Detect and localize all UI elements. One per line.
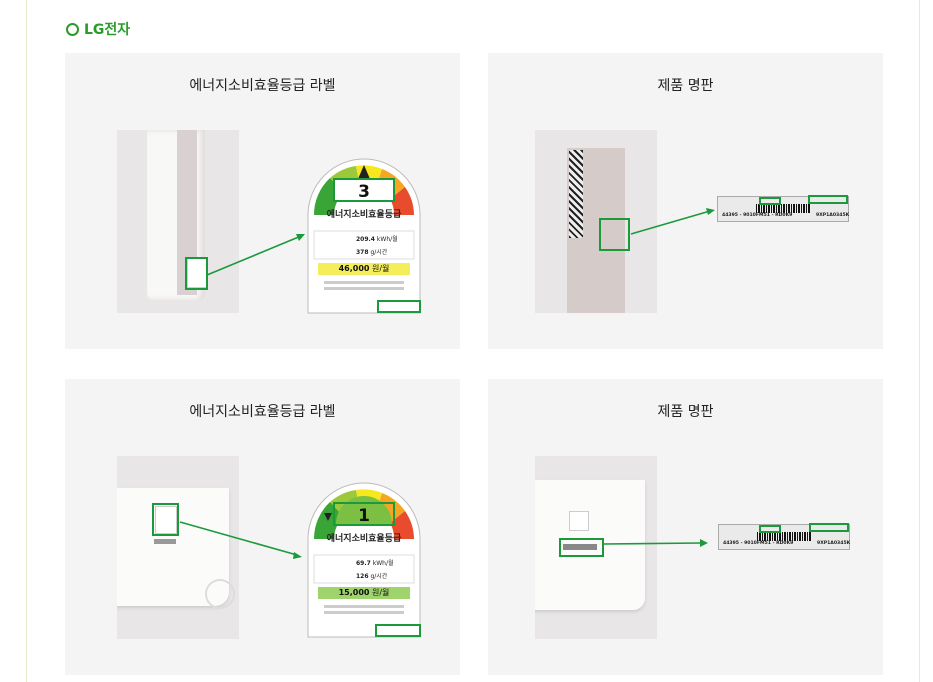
standing-ac-side-photo (535, 130, 657, 313)
pointer-arrow (630, 208, 715, 235)
mini-label-icon (155, 506, 177, 534)
barcode (756, 204, 811, 213)
barcode (757, 532, 812, 541)
section-heading: LG전자 (66, 19, 130, 39)
card-energy-label-wall: 에너지소비효율등급 라벨 1 에너지소비효율등급 69.7 kWh/월 (65, 379, 460, 675)
pointer-arrow (603, 539, 708, 547)
power-value: 209.4 kWh/월 (356, 236, 398, 243)
card-title: 에너지소비효율등급 라벨 (189, 404, 336, 420)
energy-label-graphic (307, 158, 421, 314)
co2-value: 378 g/시간 (356, 249, 388, 256)
wall-ac-side-photo (535, 456, 657, 639)
plate-number: 44395 - 9010FM51 - RD0K9 (723, 541, 794, 546)
plate-code: 9XP1A0345K (816, 213, 850, 218)
energy-label-grade-1: 1 에너지소비효율등급 69.7 kWh/월 126 g/시간 15,000 원… (306, 469, 422, 639)
energy-label-grade-3: 3 에너지소비효율등급 209.4 kWh/월 378 g/시간 46,000 … (306, 145, 422, 315)
cost-value: 15,000 원/월 (338, 588, 390, 597)
energy-label-graphic (307, 482, 421, 638)
card-nameplate-wall: 제품 명판 44395 - 9010FM51 - RD0K9 9XP1A0345… (488, 379, 883, 675)
card-title: 제품 명판 (657, 78, 714, 94)
power-value: 69.7 kWh/월 (356, 560, 394, 567)
product-nameplate: 44395 - 9010FM51 - RD0K9 9XP1A0345K (718, 523, 851, 550)
highlight-box (599, 218, 630, 251)
cost-value: 46,000 원/월 (338, 264, 390, 273)
pointer-arrow (179, 521, 302, 559)
highlight-box-model (808, 195, 848, 204)
highlight-box (185, 257, 208, 290)
ac-panel (177, 130, 197, 295)
circle-bullet-icon (66, 22, 79, 36)
plate-number: 44395 - 9010FM51 - RD0K9 (722, 213, 793, 218)
highlight-box (152, 503, 179, 536)
label-heading: 에너지소비효율등급 (326, 534, 402, 544)
mini-barcode (154, 539, 176, 544)
ac-grille (569, 150, 583, 238)
grade-number: 1 (358, 506, 370, 526)
grade-number: 3 (358, 182, 370, 202)
co2-value: 126 g/시간 (356, 573, 388, 580)
card-title: 에너지소비효율등급 라벨 (189, 78, 336, 94)
label-heading: 에너지소비효율등급 (326, 210, 402, 220)
mini-label-icon (569, 511, 589, 531)
card-nameplate-standing: 제품 명판 44395 - 9010FM51 - RD0K9 9XP1A0345… (488, 53, 883, 349)
highlight-box (559, 538, 604, 557)
highlight-box-date (759, 525, 781, 533)
pointer-arrow (206, 234, 305, 276)
product-nameplate: 44395 - 9010FM51 - RD0K9 9XP1A0345K (717, 195, 850, 222)
wall-ac-photo (117, 456, 239, 639)
section-title: LG전자 (84, 22, 131, 38)
card-energy-label-standing: 에너지소비효율등급 라벨 3 에너지소비효율등급 209.4 kWh/월 378… (65, 53, 460, 349)
highlight-box-date (759, 197, 781, 205)
plate-code: 9XP1A0345K (817, 541, 851, 546)
ac-vent (205, 579, 235, 609)
content-frame (26, 0, 920, 682)
mini-barcode (563, 544, 597, 550)
standing-ac-photo (117, 130, 239, 313)
card-title: 제품 명판 (657, 404, 714, 420)
highlight-box-model (809, 523, 849, 532)
